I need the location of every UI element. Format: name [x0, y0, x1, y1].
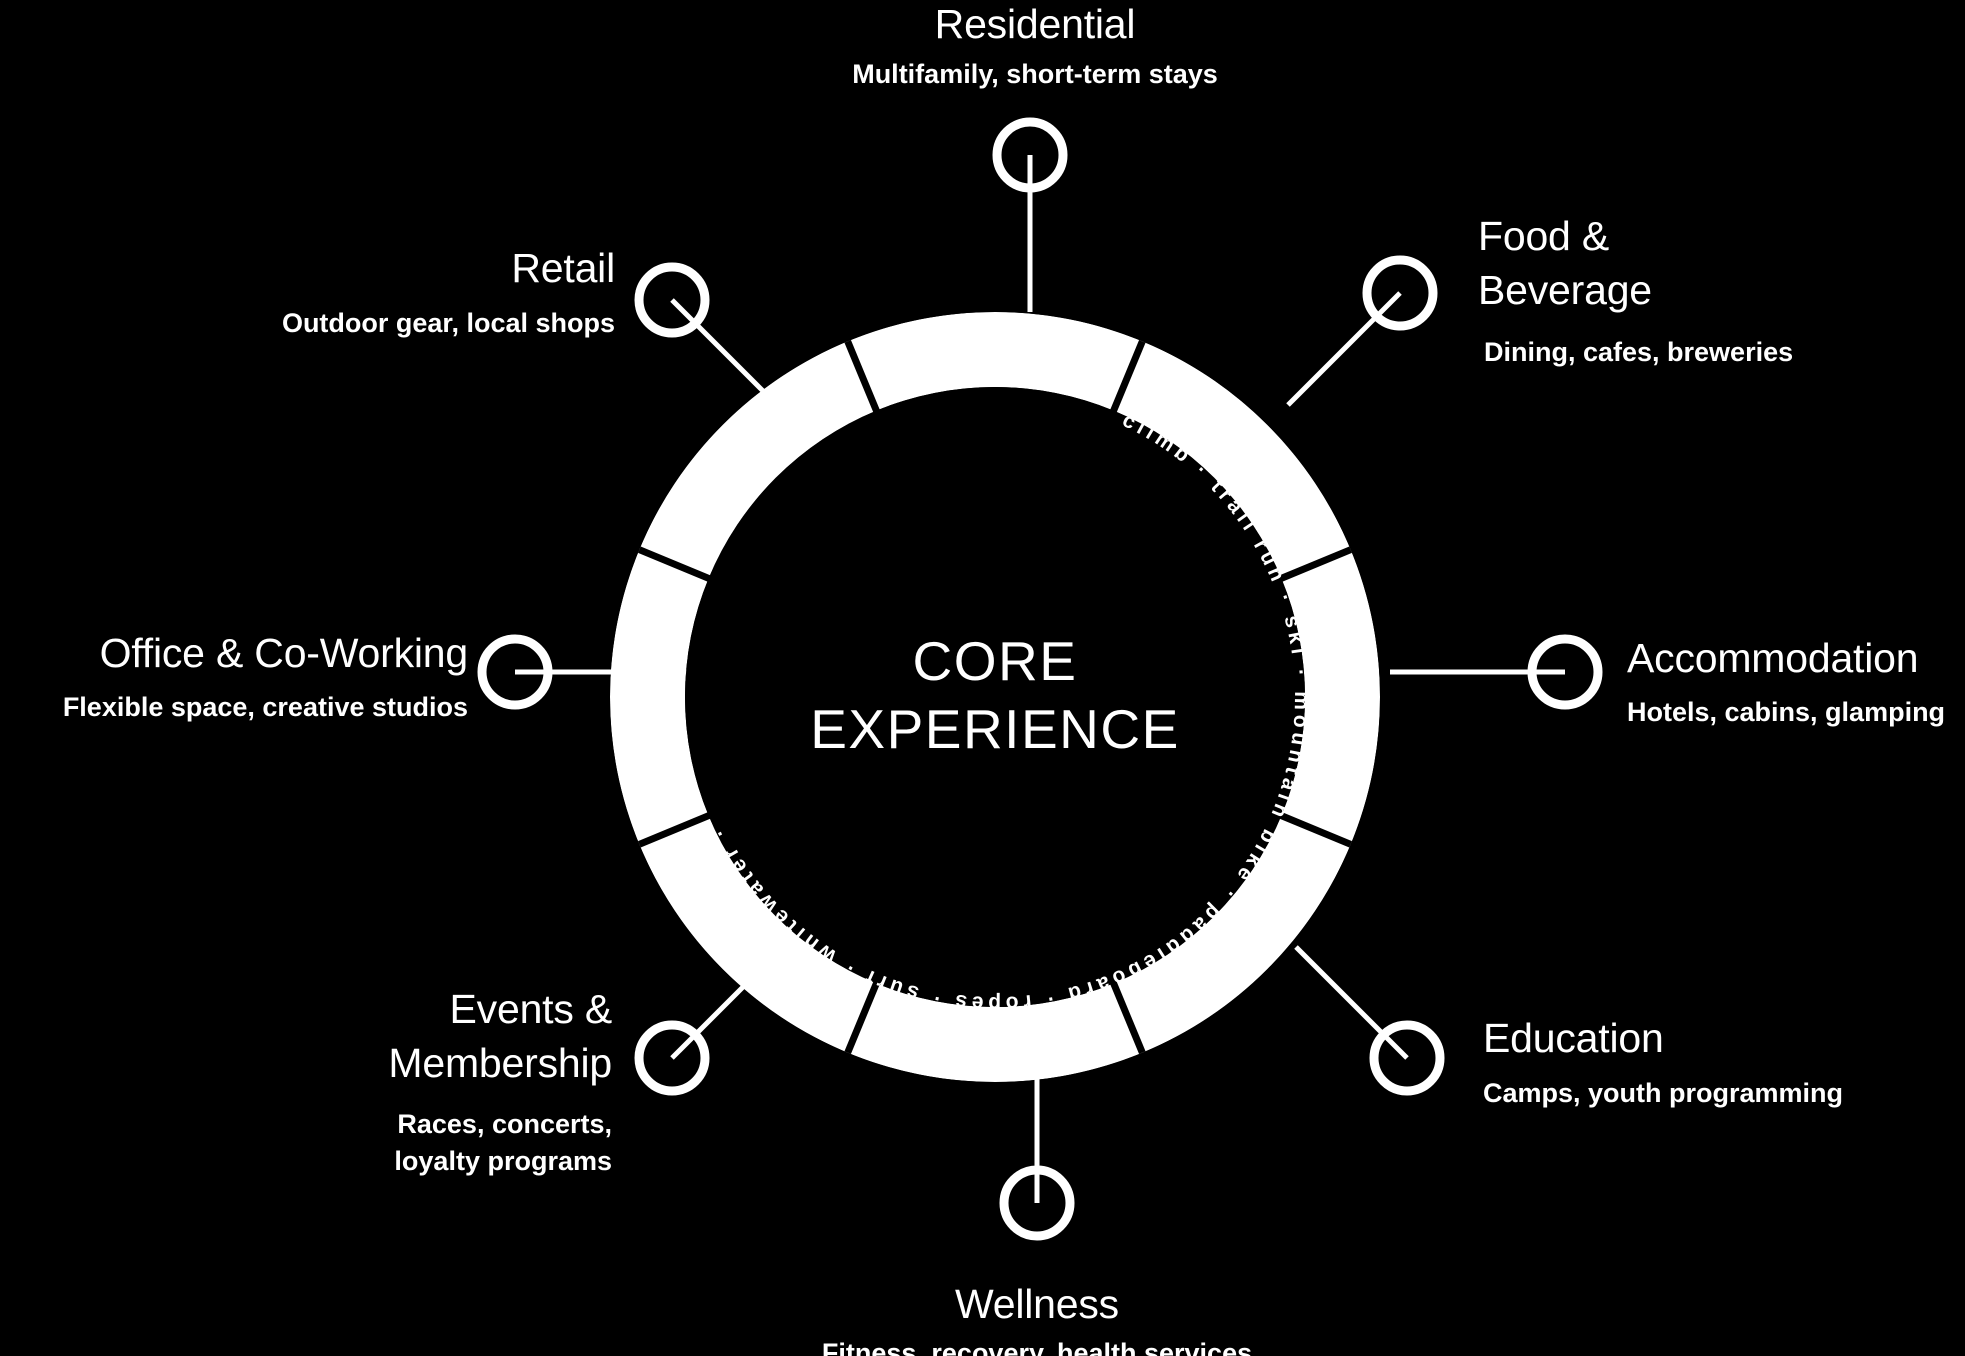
node-office-coworking[interactable]	[477, 634, 553, 710]
inner-core-disc	[685, 387, 1305, 1007]
label-retail-title: Retail	[511, 245, 615, 291]
label-food-beverage-title-line2: Beverage	[1478, 267, 1652, 313]
label-office-coworking: Office & Co-Working Flexible space, crea…	[63, 630, 468, 722]
label-events-membership-title-line2: Membership	[388, 1040, 612, 1086]
node-accommodation[interactable]	[1527, 634, 1603, 710]
label-events-membership: Events & Membership Races, concerts, loy…	[388, 986, 612, 1176]
center-title-line1: CORE	[913, 630, 1078, 692]
label-food-beverage: Food & Beverage Dining, cafes, breweries	[1478, 213, 1793, 367]
label-education: Education Camps, youth programming	[1483, 1015, 1843, 1108]
label-office-coworking-subtitle: Flexible space, creative studios	[63, 692, 468, 722]
node-retail[interactable]	[634, 262, 710, 338]
label-wellness-subtitle: Fitness, recovery, health services	[822, 1338, 1252, 1356]
label-food-beverage-subtitle: Dining, cafes, breweries	[1484, 337, 1793, 367]
label-residential-subtitle: Multifamily, short-term stays	[852, 59, 1218, 89]
center-title: CORE EXPERIENCE	[810, 630, 1180, 760]
segment-nodes	[477, 117, 1603, 1241]
node-events-membership[interactable]	[634, 1020, 710, 1096]
label-food-beverage-title-line1: Food &	[1478, 213, 1609, 259]
center-title-line2: EXPERIENCE	[810, 698, 1180, 760]
label-retail: Retail Outdoor gear, local shops	[282, 245, 615, 338]
label-residential-title: Residential	[935, 1, 1136, 47]
label-accommodation: Accommodation Hotels, cabins, glamping	[1627, 635, 1945, 727]
label-retail-subtitle: Outdoor gear, local shops	[282, 308, 615, 338]
spoke-education	[1294, 945, 1409, 1060]
label-education-title: Education	[1483, 1015, 1664, 1061]
spoke-food-beverage	[1286, 291, 1402, 407]
label-education-subtitle: Camps, youth programming	[1483, 1078, 1843, 1108]
label-events-membership-subtitle-line2: loyalty programs	[394, 1146, 612, 1176]
label-wellness-title: Wellness	[955, 1281, 1119, 1327]
label-accommodation-subtitle: Hotels, cabins, glamping	[1627, 697, 1945, 727]
label-events-membership-subtitle-line1: Races, concerts,	[397, 1109, 612, 1139]
node-residential[interactable]	[992, 117, 1068, 193]
label-events-membership-title-line1: Events &	[450, 986, 612, 1032]
label-accommodation-title: Accommodation	[1627, 635, 1918, 681]
node-food-beverage[interactable]	[1362, 255, 1438, 331]
label-wellness: Wellness Fitness, recovery, health servi…	[822, 1281, 1252, 1356]
node-education[interactable]	[1369, 1020, 1445, 1096]
label-residential: Residential Multifamily, short-term stay…	[852, 1, 1218, 89]
label-office-coworking-title: Office & Co-Working	[100, 630, 468, 676]
node-wellness[interactable]	[999, 1165, 1075, 1241]
